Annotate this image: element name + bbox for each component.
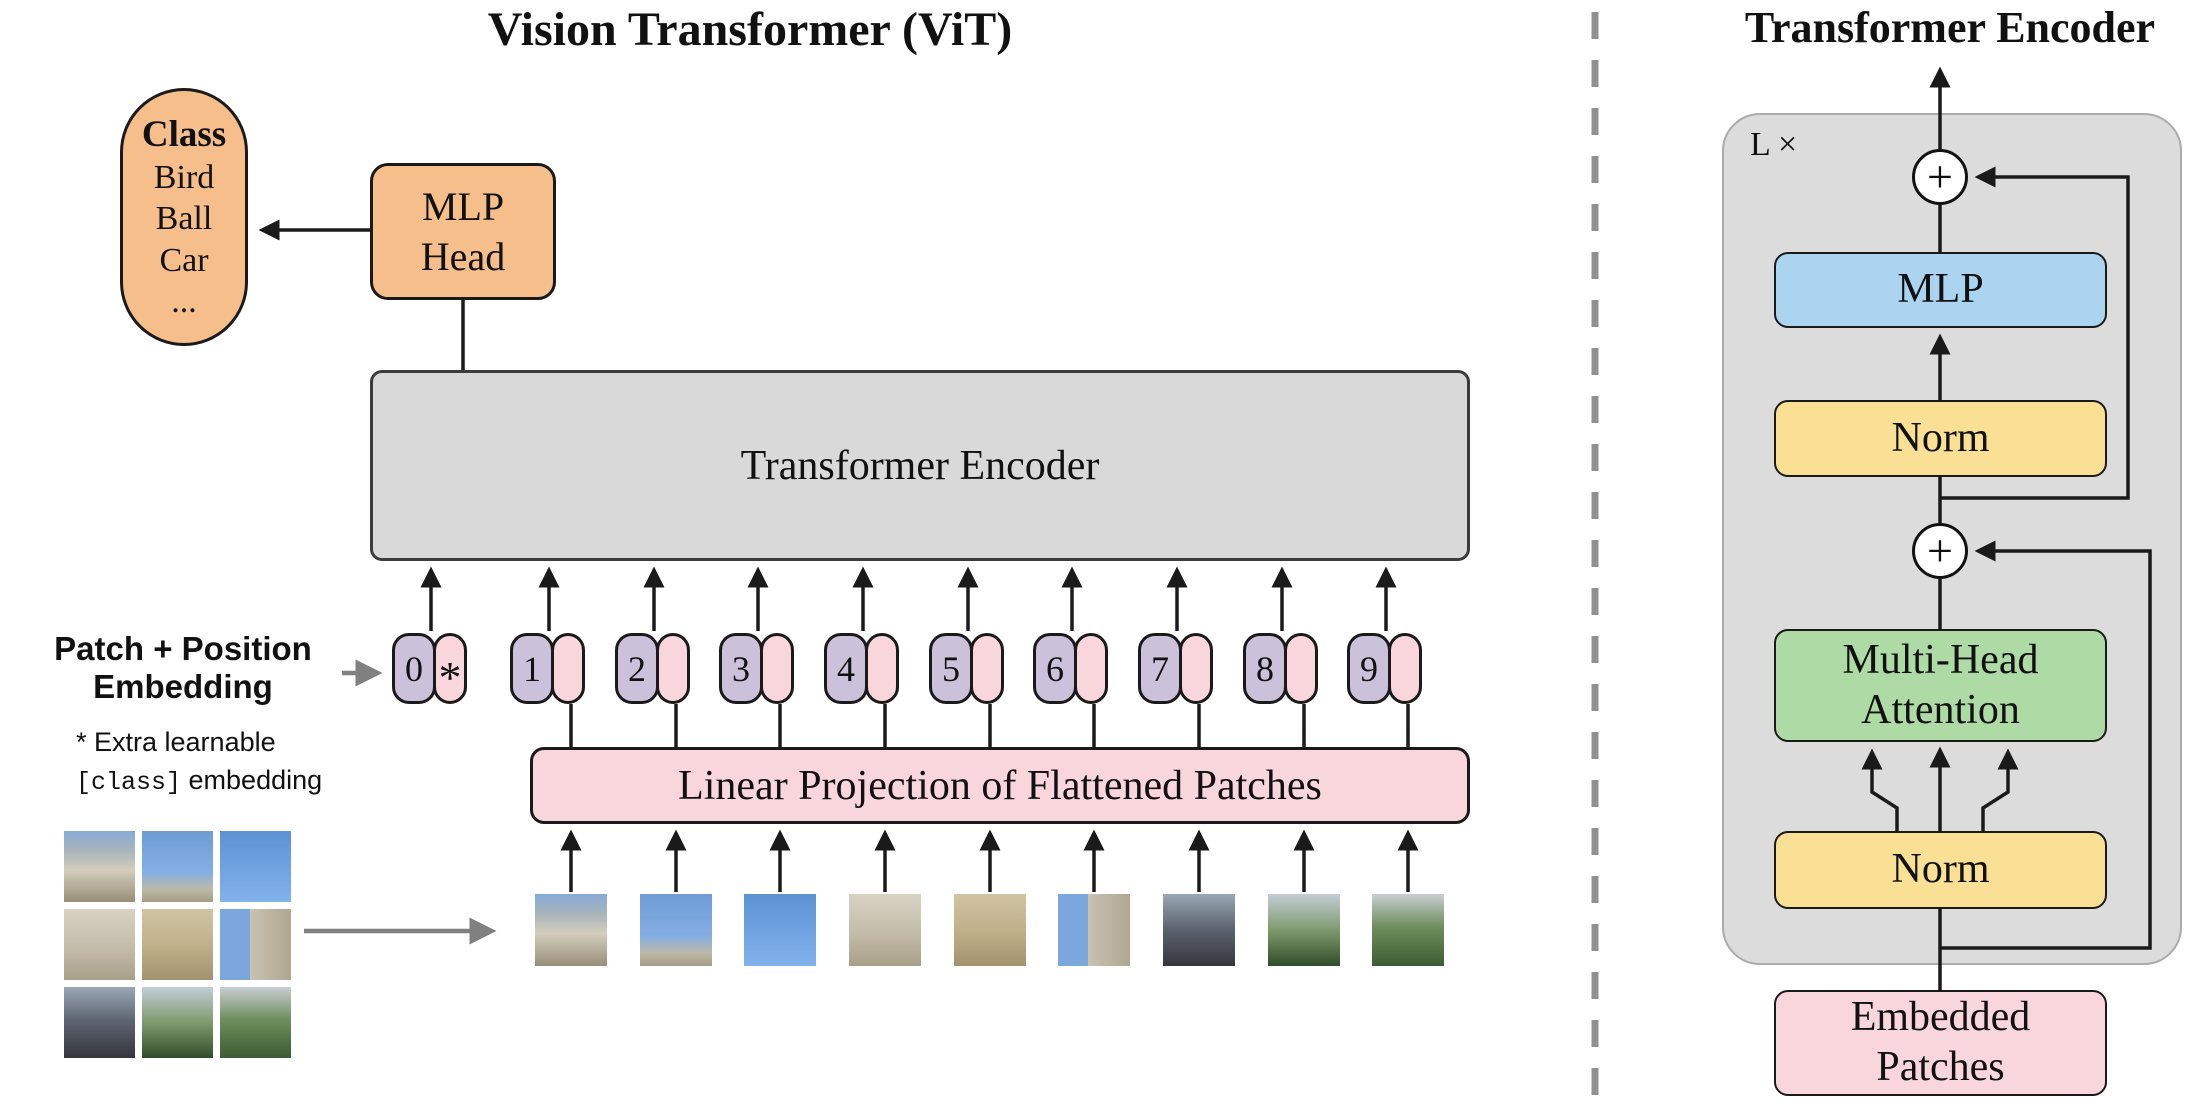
class-heading: Class [141, 113, 227, 155]
token-index: 5 [942, 648, 960, 689]
patch-image-3 [744, 894, 816, 966]
mha-line2: Attention [1861, 686, 2020, 733]
token-pair-6: 6 [1033, 633, 1108, 704]
patch-image-7 [1163, 894, 1235, 966]
token-pair-4: 4 [824, 633, 899, 704]
multi-head-attention-block: Multi-Head Attention [1774, 629, 2107, 742]
note-line2: [class] embedding [76, 762, 322, 800]
patch-image-9 [1372, 894, 1444, 966]
grid-cell-9 [220, 987, 291, 1058]
grid-cell-3 [220, 831, 291, 902]
embedded-line2: Patches [1876, 1044, 2005, 1090]
grid-cell-6 [220, 909, 291, 980]
token-pair-2: 2 [615, 633, 690, 704]
patch-position-line1: Patch + Position [54, 630, 312, 667]
patch-image-2 [640, 894, 712, 966]
norm-label: Norm [1891, 846, 1990, 893]
patch-position-line2: Embedding [93, 667, 273, 705]
patch-embedding-3 [760, 633, 794, 704]
left-panel-title: Vision Transformer (ViT) [487, 3, 1013, 56]
patch-embedding-4 [865, 633, 899, 704]
note-line1: * Extra learnable [76, 727, 276, 757]
mha-line1: Multi-Head [1842, 636, 2039, 683]
residual-add-top-icon: + [1912, 149, 1968, 205]
token-index: 6 [1046, 648, 1064, 689]
position-embedding-8: 8 [1243, 633, 1287, 704]
layer-count-label: L × [1750, 126, 1798, 163]
patch-embedding-6 [1074, 633, 1108, 704]
token-index: 3 [732, 648, 750, 689]
transformer-encoder-box: Transformer Encoder [370, 370, 1470, 561]
token-index: 8 [1256, 648, 1274, 689]
class-item-ball: Ball [155, 200, 213, 238]
class-item-car: Car [159, 241, 209, 279]
embedded-line1: Embedded [1850, 994, 2031, 1041]
position-embedding-6: 6 [1033, 633, 1077, 704]
grid-cell-5 [142, 909, 213, 980]
linear-projection-label: Linear Projection of Flattened Patches [678, 762, 1322, 809]
patch-embedding-8 [1284, 633, 1318, 704]
token-index: 2 [628, 648, 646, 689]
class-output-capsule: Class Bird Ball Car ... [120, 88, 248, 346]
token-pair-9: 9 [1347, 633, 1422, 704]
token-pair-8: 8 [1243, 633, 1318, 704]
class-embedding-token: * [433, 633, 467, 704]
grid-cell-1 [64, 831, 135, 902]
token-pair-1: 1 [510, 633, 585, 704]
extra-learnable-note: * Extra learnable [class] embedding [76, 724, 322, 800]
right-panel-title: Transformer Encoder [1744, 3, 2156, 52]
token-pair-7: 7 [1138, 633, 1213, 704]
patch-image-4 [849, 894, 921, 966]
position-embedding-1: 1 [510, 633, 554, 704]
position-embedding-5: 5 [929, 633, 973, 704]
mlp-head-line2: Head [420, 233, 506, 279]
class-token-code: [class] [76, 767, 182, 797]
token-index: 0 [405, 648, 423, 689]
class-item-ellipsis: ... [171, 283, 197, 321]
patch-image-6 [1058, 894, 1130, 966]
norm-block-bottom: Norm [1774, 831, 2107, 909]
position-embedding-3: 3 [719, 633, 763, 704]
position-embedding-4: 4 [824, 633, 868, 704]
position-embedding-7: 7 [1138, 633, 1182, 704]
patch-embedding-9 [1388, 633, 1422, 704]
grid-cell-4 [64, 909, 135, 980]
residual-add-mid-icon: + [1912, 523, 1968, 579]
linear-projection-box: Linear Projection of Flattened Patches [530, 747, 1470, 824]
norm-label: Norm [1891, 414, 1990, 461]
token-pair-3: 3 [719, 633, 794, 704]
mlp-label: MLP [1897, 266, 1984, 313]
token-index: 1 [523, 648, 541, 689]
mlp-block: MLP [1774, 252, 2107, 328]
position-embedding-9: 9 [1347, 633, 1391, 704]
mlp-head-line1: MLP [421, 183, 505, 229]
patch-embedding-2 [656, 633, 690, 704]
token-index: 4 [837, 648, 855, 689]
token-pair-0: 0 * [392, 633, 467, 704]
grid-cell-7 [64, 987, 135, 1058]
source-image-grid [64, 831, 291, 1058]
class-item-bird: Bird [153, 158, 215, 196]
norm-block-top: Norm [1774, 400, 2107, 477]
note-line2-rest: embedding [181, 764, 323, 795]
transformer-encoder-label: Transformer Encoder [740, 442, 1100, 489]
grid-cell-2 [142, 831, 213, 902]
grid-cell-8 [142, 987, 213, 1058]
mlp-head-box: MLP Head [370, 163, 556, 300]
patch-embedding-1 [551, 633, 585, 704]
patch-embedding-7 [1179, 633, 1213, 704]
patch-image-5 [954, 894, 1026, 966]
embedded-patches-block: Embedded Patches [1774, 990, 2107, 1096]
token-index: 7 [1151, 648, 1169, 689]
position-embedding-0: 0 [392, 633, 436, 704]
patch-image-8 [1268, 894, 1340, 966]
token-index: 9 [1360, 648, 1378, 689]
token-pair-5: 5 [929, 633, 1004, 704]
position-embedding-2: 2 [615, 633, 659, 704]
patch-position-embedding-label: Patch + Position Embedding [30, 630, 336, 705]
patch-image-1 [535, 894, 607, 966]
patch-embedding-5 [970, 633, 1004, 704]
